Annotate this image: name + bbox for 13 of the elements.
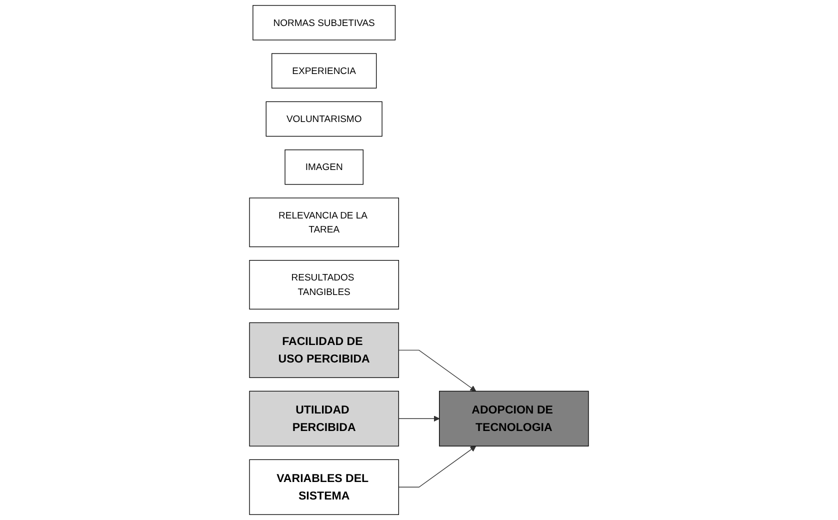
- node-box: UTILIDAD PERCIBIDA: [249, 390, 399, 446]
- node-box: NORMAS SUBJETIVAS: [252, 5, 396, 40]
- node-box: EXPERIENCIA: [272, 53, 377, 88]
- node-box: RESULTADOS TANGIBLES: [249, 260, 399, 310]
- node-box: RELEVANCIA DE LA TAREA: [249, 198, 399, 248]
- node-box: ADOPCION DE TECNOLOGIA: [439, 390, 589, 446]
- node-box: IMAGEN: [284, 150, 364, 185]
- arrow: [398, 416, 440, 422]
- arrow: [398, 350, 476, 392]
- arrow: [398, 446, 476, 488]
- node-box: VOLUNTARISMO: [266, 101, 382, 137]
- node-box: VARIABLES DEL SISTEMA: [249, 459, 399, 515]
- node-box: FACILIDAD DE USO PERCIBIDA: [249, 322, 399, 378]
